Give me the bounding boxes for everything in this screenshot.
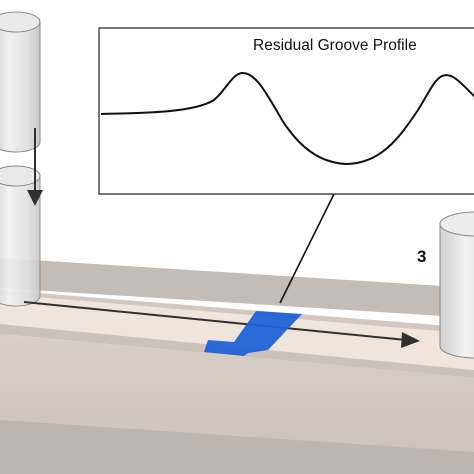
right-cylinder-top <box>439 211 474 237</box>
down-arrow-icon <box>27 128 43 206</box>
upper-cylinder <box>0 21 41 153</box>
left-cylinder-stack <box>0 11 41 307</box>
groove-profile-curve <box>100 71 474 166</box>
substrate-top-surface <box>0 258 474 318</box>
substrate-block <box>0 258 474 474</box>
cylinder-label-3: 3 <box>417 247 426 266</box>
right-arrow-icon <box>23 301 420 348</box>
residual-groove-patch <box>204 311 302 356</box>
groove-strip <box>0 294 474 370</box>
profile-inset-title: Residual Groove Profile <box>253 37 417 54</box>
lower-cylinder <box>0 175 41 307</box>
lower-cylinder-top <box>0 165 41 187</box>
right-cylinder <box>439 211 474 359</box>
inset-leader-line <box>279 193 335 304</box>
substrate-bottom-band <box>0 420 474 474</box>
groove-edge-shadow <box>0 290 474 334</box>
upper-cylinder-top <box>0 11 41 33</box>
